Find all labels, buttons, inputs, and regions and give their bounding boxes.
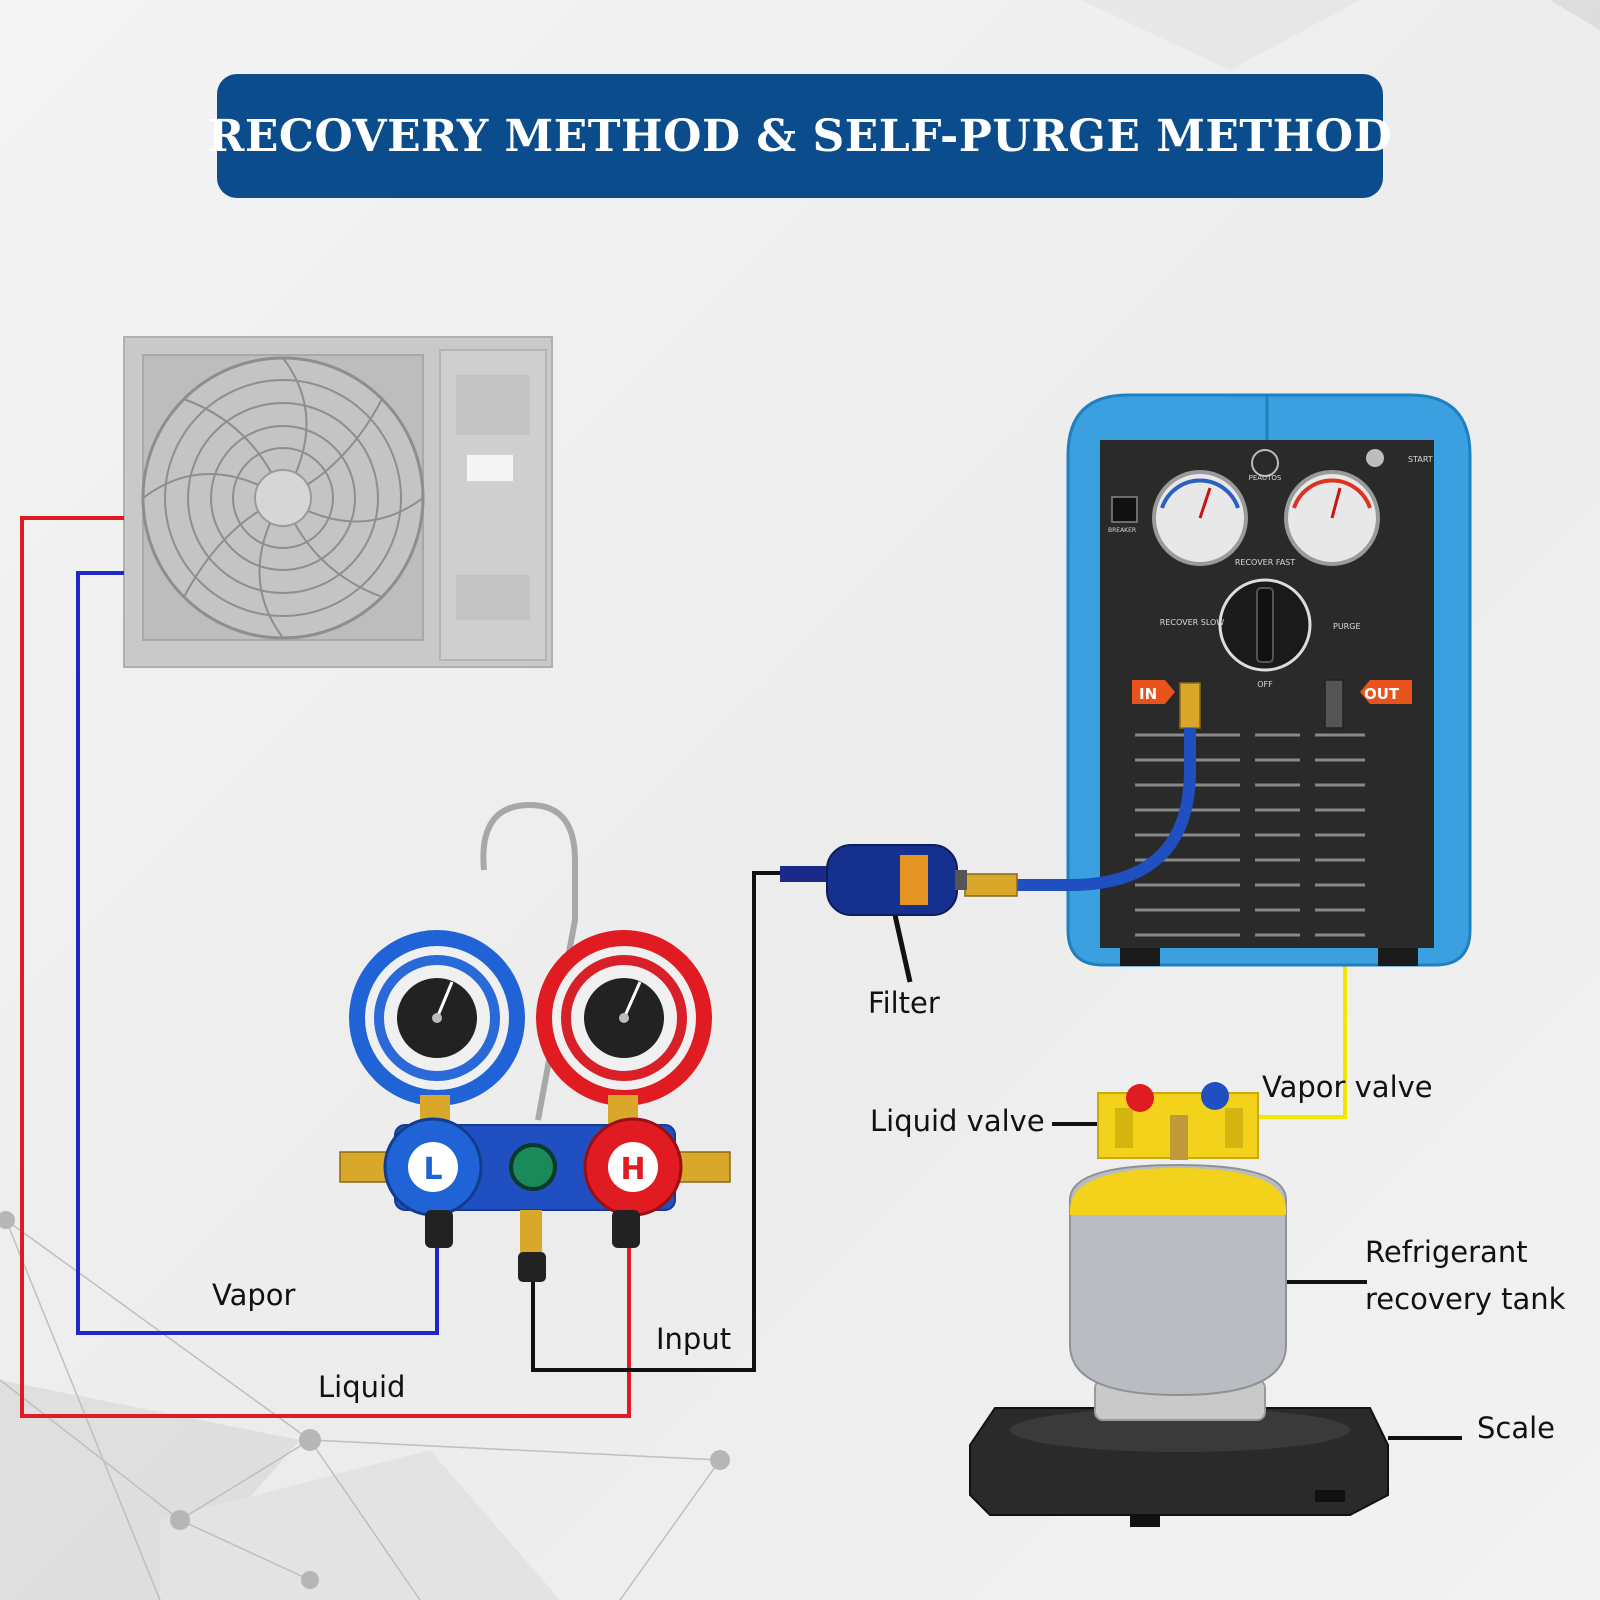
filter-pointer [892,914,913,983]
manifold-hook [480,801,578,1121]
start-button [1366,449,1384,467]
purge-text: PURGE [1333,622,1361,631]
out-port-text: OUT [1364,685,1400,703]
liquid-label: Liquid [318,1370,406,1404]
brand-text: PEAUTOS [1249,474,1282,482]
breaker-text: BREAKER [1108,527,1136,534]
machine-low-gauge [1152,470,1248,566]
low-knob-label: L [423,1152,442,1187]
in-port-text: IN [1139,685,1157,703]
off-text: OFF [1257,680,1273,689]
in-arrow-icon [1132,680,1175,704]
low-pressure-gauge [349,930,525,1106]
vapor-valve-blue-knob [1201,1082,1229,1110]
high-side-knob: H [583,1117,683,1217]
vapor-valve-label: Vapor valve [1262,1070,1433,1104]
page-title: RECOVERY METHOD & SELF-PURGE METHOD [207,110,1393,162]
recovery-scale [969,1407,1389,1527]
input-label: Input [656,1322,732,1356]
manifold-gauge-set: L H [339,801,731,1282]
ac-outdoor-unit [123,336,553,668]
breaker-switch [1111,496,1138,523]
in-port-fitting [1179,682,1201,729]
refrigerant-tank-label-line2: recovery tank [1365,1282,1566,1316]
recover-fast-text: RECOVER FAST [1235,558,1295,567]
liquid-valve-label: Liquid valve [870,1104,1045,1138]
start-text: START [1408,455,1433,464]
blue-hose [964,728,1196,897]
recovery-machine: PEAUTOS START BREAKER RECOVER FAST RECOV… [1066,393,1472,967]
out-port-fitting [1324,679,1344,729]
refrigerant-recovery-tank [1069,1082,1287,1421]
vapor-line [76,571,439,1335]
refrigerant-tank-label-line1: Refrigerant [1365,1235,1528,1269]
input-line [531,871,790,1372]
mode-selector-knob [1218,578,1312,672]
liquid-line [20,516,631,1418]
title-banner: RECOVERY METHOD & SELF-PURGE METHOD [208,74,1392,198]
high-knob-label: H [620,1152,645,1187]
filter-label: Filter [868,986,940,1020]
low-side-knob: L [383,1117,483,1217]
high-pressure-gauge [536,930,712,1106]
liquid-valve-red-knob [1126,1084,1154,1112]
machine-high-gauge [1284,470,1380,566]
scale-label: Scale [1477,1411,1556,1445]
recover-slow-text: RECOVER SLOW [1160,618,1225,627]
vapor-label: Vapor [212,1278,296,1312]
out-arrow-icon [1360,680,1412,704]
filter-drier [780,844,967,916]
